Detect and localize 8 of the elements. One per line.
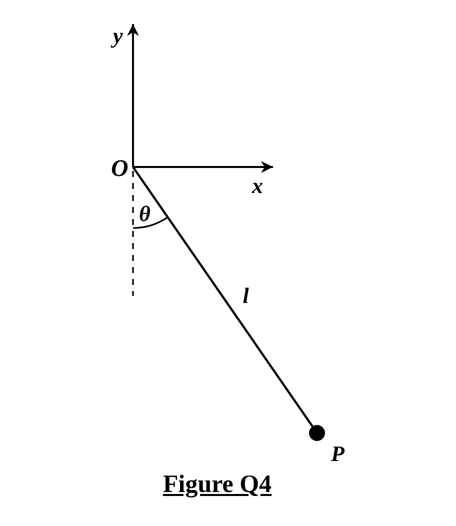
- axis-label: x: [252, 175, 263, 197]
- point-label: P: [331, 443, 344, 465]
- pendulum-rod: [132, 166, 314, 428]
- bob-dot: [309, 425, 325, 441]
- angle-label: θ: [139, 203, 150, 225]
- figure-caption: Figure Q4: [163, 472, 272, 497]
- origin-label: O: [111, 157, 128, 181]
- axis-label: y: [113, 25, 123, 47]
